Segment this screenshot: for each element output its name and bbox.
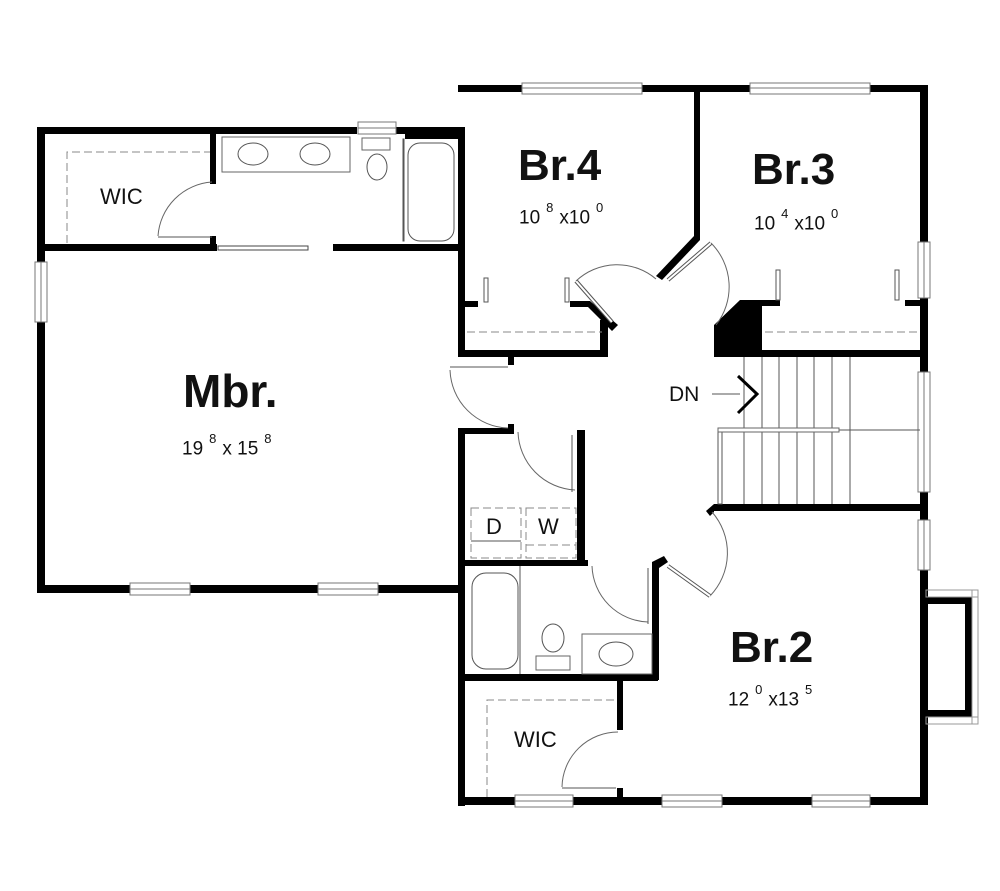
- washer-label: W: [538, 514, 559, 539]
- door-swing: [710, 242, 730, 326]
- door-swing: [561, 731, 619, 788]
- mbr-south-wall: [37, 585, 462, 593]
- stairs-down-label: DN: [669, 383, 700, 406]
- door-swing: [575, 264, 657, 282]
- room-name-mbr: Mbr.: [183, 365, 278, 417]
- door-swing: [449, 369, 509, 429]
- chevron-right-icon: [736, 374, 760, 415]
- windows: [34, 82, 931, 808]
- toilet-icon: [541, 623, 565, 653]
- door-swing: [157, 181, 213, 237]
- toilet-tank: [535, 655, 571, 671]
- vanity: [221, 136, 351, 173]
- toilet-icon: [366, 153, 388, 181]
- staircase[interactable]: [712, 357, 920, 505]
- door-swing: [709, 511, 728, 597]
- dryer: [470, 507, 522, 559]
- bathtub-icon: [407, 142, 455, 242]
- vanity: [581, 633, 653, 675]
- master-north-wall: [37, 127, 357, 134]
- wic-label-master: WIC: [100, 184, 143, 209]
- north-wall: [458, 85, 928, 92]
- washer: [525, 507, 577, 559]
- room-name-br2: Br.2: [730, 623, 814, 672]
- wic-shelf: [486, 699, 617, 797]
- toilet-tank: [361, 137, 391, 151]
- sink-icon: [299, 142, 331, 166]
- door-swing: [591, 565, 649, 623]
- mbr-west-wall: [37, 127, 45, 593]
- wic-label-br2: WIC: [514, 727, 557, 752]
- door-swing: [517, 431, 576, 491]
- dryer-label: D: [486, 514, 502, 539]
- room-name-br4: Br.4: [518, 141, 602, 190]
- sink-icon: [598, 641, 634, 667]
- chase-block: [714, 300, 762, 357]
- room-name-br3: Br.3: [752, 145, 836, 194]
- bathtub-icon: [471, 572, 519, 670]
- wic-shelf: [66, 151, 210, 243]
- sink-icon: [237, 142, 269, 166]
